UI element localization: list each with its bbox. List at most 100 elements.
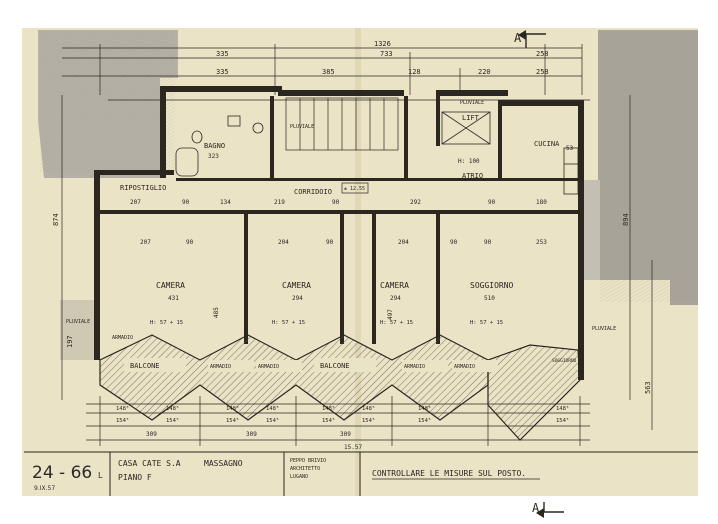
- shaded-area-left-lower: [60, 300, 100, 360]
- room-label-ripostiglio: RIPOSTIGLIO: [120, 184, 166, 192]
- dim-h-2: H: 57 + 15: [272, 320, 305, 326]
- room-label-soggiorno: SOGGIORNO: [470, 281, 514, 290]
- section-arrow-left: [518, 30, 546, 48]
- armadio-label-bg-3: [402, 360, 448, 372]
- dim-top-1: 335: [216, 50, 229, 58]
- corridor-level-tag-box: [341, 182, 369, 194]
- client-name: CASA CATE S.A: [118, 459, 181, 468]
- dim-b148-4: 148⁵: [266, 405, 279, 412]
- dim-h-1: H: 57 + 15: [150, 320, 183, 326]
- dim-h-3: H: 57 + 15: [380, 320, 413, 326]
- bidet: [252, 122, 264, 134]
- partition-3: [372, 214, 376, 344]
- dim-497: 497: [387, 309, 394, 320]
- label-pluviale-2: PLUVIALE: [460, 100, 484, 106]
- dim-b148-1: 148⁵: [116, 405, 129, 412]
- dim-top2-3: 128: [408, 68, 421, 76]
- dim-corr-6: 292: [410, 199, 421, 206]
- label-armadio-5: ARMADIO: [454, 364, 475, 370]
- dim-row-6: 90: [450, 239, 458, 246]
- dim-left-197: 197: [66, 335, 74, 348]
- dim-b154-3: 154⁵: [226, 417, 239, 424]
- label-armadio-2: ARMADIO: [210, 364, 231, 370]
- dim-left-total: 874: [52, 213, 60, 226]
- dim-bottom-total: 15.57: [344, 444, 362, 451]
- dim-b154-6: 154⁵: [362, 417, 375, 424]
- dim-b309-3: 309: [340, 431, 351, 438]
- dim-row-1: 207: [140, 239, 151, 246]
- dim-corr-4: 219: [274, 199, 285, 206]
- dim-camera-3: 294: [390, 295, 401, 302]
- wall-corridor-top: [176, 178, 578, 181]
- dim-b154-2: 154⁵: [166, 417, 179, 424]
- label-armadio-3: ARMADIO: [258, 364, 279, 370]
- label-pluviale-1: PLUVIALE: [290, 124, 314, 130]
- room-label-lift: LIFT: [462, 114, 480, 122]
- project-location: MASSAGNO: [204, 459, 243, 468]
- partition-atrio: [498, 100, 502, 178]
- wall-lift-top: [436, 90, 508, 96]
- floor-name: PIANO F: [118, 473, 152, 482]
- dim-camera-1: 431: [168, 295, 179, 302]
- armadio-label-bg-2: [256, 360, 302, 372]
- dim-b148-6: 148⁵: [362, 405, 375, 412]
- room-label-balcone-2: BALCONE: [320, 362, 350, 370]
- dim-corr-1: 207: [130, 199, 141, 206]
- wall-cucina-top: [498, 100, 582, 106]
- balcone-label-bg-1: [124, 358, 186, 372]
- room-label-camera-3: CAMERA: [380, 281, 409, 290]
- dim-b309-1: 309: [146, 431, 157, 438]
- dim-row-8: 253: [536, 239, 547, 246]
- room-label-corridoio: CORRIDOIO: [294, 188, 332, 196]
- shaded-area-top-left-texture: [40, 32, 175, 172]
- dim-row-3: 204: [278, 239, 289, 246]
- washbasin: [227, 115, 241, 127]
- dim-b154-4: 154⁵: [266, 417, 279, 424]
- dim-b148-5: 148⁵: [322, 405, 335, 412]
- dim-b148-7: 148⁵: [418, 405, 431, 412]
- dim-top-3: 258: [536, 50, 549, 58]
- wall-ripostiglio-top: [94, 170, 174, 175]
- dim-camera-2: 294: [292, 295, 303, 302]
- bathroom-fixtures: [175, 115, 264, 177]
- wall-stair-top: [278, 90, 404, 96]
- staircase: [285, 97, 399, 151]
- room-label-atrio: ATRIO: [462, 172, 483, 180]
- partition-stair: [404, 96, 408, 178]
- drawing-number-suffix: L: [98, 471, 103, 480]
- dim-right-563: 563: [644, 381, 652, 394]
- dim-top-total: 1326: [374, 40, 391, 48]
- room-label-camera-2: CAMERA: [282, 281, 311, 290]
- dim-b148-2: 148⁵: [166, 405, 179, 412]
- wall-left: [94, 170, 100, 360]
- dim-corr-2: 90: [182, 199, 190, 206]
- drawing-date: 9.IX.57: [34, 485, 55, 492]
- partition-bagno: [270, 96, 274, 178]
- dim-485: 485: [213, 307, 220, 318]
- partition-4: [436, 214, 440, 344]
- bottom-dimension-lines: [86, 260, 653, 446]
- wall-right: [578, 100, 584, 380]
- dim-cucina: 53: [566, 145, 574, 152]
- partition-lift: [436, 96, 440, 146]
- dim-b154-1: 154⁵: [116, 417, 129, 424]
- dim-atrio-h: H: 100: [458, 158, 480, 165]
- label-soggiorno-small: SOGGIORNO: [552, 358, 577, 364]
- dim-b309-2: 309: [246, 431, 257, 438]
- label-pluviale-3: PLUVIALE: [66, 319, 90, 325]
- dim-right-total: 894: [622, 213, 630, 226]
- dim-corr-5: 90: [332, 199, 340, 206]
- section-arrow-right: [536, 502, 564, 518]
- label-armadio-4: ARMADIO: [404, 364, 425, 370]
- dim-row-4: 90: [326, 239, 334, 246]
- label-armadio-1: ARMADIO: [112, 335, 133, 341]
- section-marker-label-right: A: [532, 501, 540, 515]
- dim-top2-1: 335: [216, 68, 229, 76]
- drawing-number: 24 - 66: [32, 463, 92, 483]
- balcone-label-bg-2: [314, 358, 376, 372]
- shaded-area-right-texture: [600, 32, 696, 302]
- dim-corr-3: 134: [220, 199, 231, 206]
- dim-top2-5: 258: [536, 68, 549, 76]
- lift-shaft: [441, 111, 491, 145]
- dim-bagno: 323: [208, 153, 219, 160]
